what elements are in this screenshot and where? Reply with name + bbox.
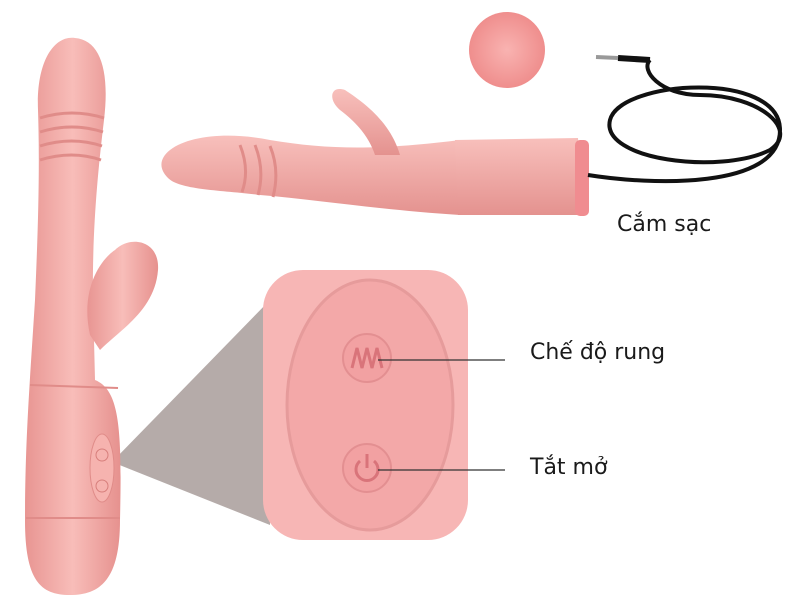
vibration-mode-label: Chế độ rung	[530, 340, 666, 365]
charging-port	[575, 140, 589, 216]
mini-mode-button[interactable]	[95, 448, 109, 462]
ball-accessory	[469, 12, 545, 88]
horizontal-toy	[161, 89, 589, 216]
control-panel-closeup	[263, 270, 468, 540]
power-label: Tắt mở	[530, 455, 608, 480]
vertical-toy	[25, 37, 159, 595]
zoom-shadow	[112, 300, 270, 525]
charging-label: Cắm sạc	[617, 212, 712, 237]
usb-cable	[587, 55, 783, 184]
power-icon	[354, 454, 380, 482]
mini-power-button[interactable]	[95, 479, 109, 493]
vibration-mode-button[interactable]	[342, 333, 392, 383]
wave-icon	[350, 347, 384, 369]
